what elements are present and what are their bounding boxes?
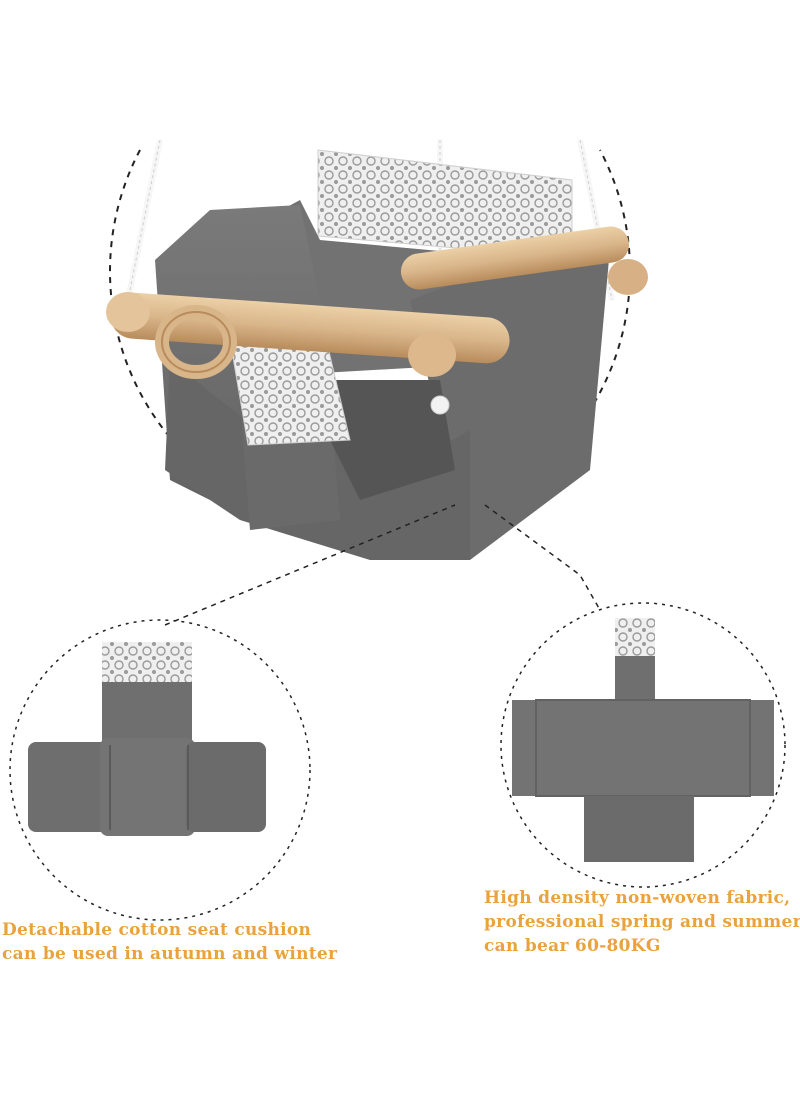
cushion-caption-line-1: Detachable cotton seat cushion xyxy=(2,920,312,940)
fabric-dashed-circle xyxy=(500,602,786,888)
cushion-lace-top xyxy=(102,642,192,684)
fabric-lace-tab xyxy=(615,618,655,658)
connector-line-right xyxy=(484,504,601,611)
cushion-left-pad xyxy=(28,742,110,832)
cushion-center-pad xyxy=(100,738,195,836)
cushion-right-pad xyxy=(186,742,266,832)
fabric-caption-line-1: High density non-woven fabric, xyxy=(484,888,791,908)
fabric-caption: High density non-woven fabric, professio… xyxy=(484,886,800,958)
fabric-view xyxy=(500,602,786,888)
cushion-caption: Detachable cotton seat cushion can be us… xyxy=(2,918,337,966)
fabric-top-strap xyxy=(615,656,655,700)
fabric-bottom-flap xyxy=(584,796,694,862)
main-swing-view xyxy=(106,139,648,560)
fabric-main-panel xyxy=(512,700,774,796)
cushion-view xyxy=(9,619,311,921)
wooden-bar-back xyxy=(400,226,648,295)
rope-left xyxy=(125,139,163,301)
fabric-caption-line-2: professional spring and summer, xyxy=(484,912,800,932)
connector-line-left xyxy=(164,504,456,626)
cushion-back-panel xyxy=(102,682,192,742)
cushion-dashed-circle xyxy=(9,619,311,921)
wooden-teething-ring xyxy=(155,305,237,379)
rope-knot xyxy=(430,395,450,415)
fabric-caption-line-3: can bear 60-80KG xyxy=(484,936,661,956)
cushion-caption-line-2: can be used in autumn and winter xyxy=(2,944,338,964)
